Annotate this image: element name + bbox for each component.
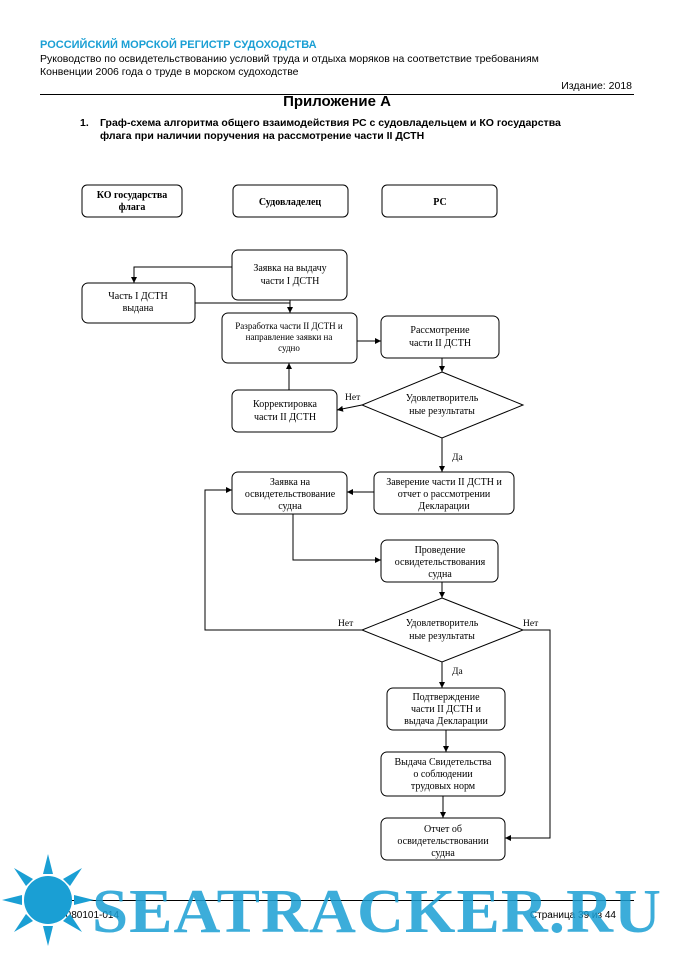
header-org: РОССИЙСКИЙ МОРСКОЙ РЕГИСТР СУДОХОДСТВА — [40, 39, 317, 51]
edge-decision2-no-right — [505, 629, 551, 841]
node-conduct-survey-line2: освидетельствования — [395, 557, 486, 568]
node-part1-issued-line2: выдана — [123, 303, 154, 314]
edge-decision2-no-left — [204, 487, 362, 631]
node-confirm-part2-line2: части II ДСТН и — [411, 704, 482, 715]
footer-doc-id: НД 2-080101-014 — [40, 910, 120, 921]
node-conduct-survey-line1: Проведение — [415, 545, 466, 556]
node-correct-part2-line2: части II ДСТН — [254, 412, 316, 423]
section-title: Граф-схема алгоритма общего взаимодейств… — [100, 117, 620, 143]
label-no-2-right: Нет — [523, 619, 539, 629]
node-decision-2 — [360, 597, 525, 663]
node-review-part2-line1: Рассмотрение — [410, 325, 470, 336]
node-decision-1-line1: Удовлетворитель — [406, 393, 479, 404]
label-yes-2: Да — [452, 667, 463, 677]
node-conduct-survey — [380, 539, 499, 583]
lane-owner-box — [232, 184, 349, 218]
node-develop-part2-line3: судно — [278, 343, 300, 353]
lane-flag-label-2: флага — [119, 202, 146, 213]
node-request-survey-line2: освидетельствование — [245, 489, 336, 500]
node-certify-part2-line1: Заверение части II ДСТН и — [386, 477, 502, 488]
header-subtitle-line2: Конвенции 2006 года о труде в морском су… — [40, 66, 299, 78]
flowchart: КО государства флага Судовладелец РС Зая… — [81, 184, 551, 861]
node-request-survey-line3: судна — [278, 501, 302, 512]
node-conduct-survey-line3: судна — [428, 569, 452, 580]
node-develop-part2-line2: направление заявки на — [246, 332, 333, 342]
watermark-sun-icon — [2, 854, 94, 946]
node-confirm-part2-line1: Подтверждение — [412, 692, 480, 703]
watermark: SEATRACKER.RU — [2, 854, 662, 946]
header-subtitle: Руководство по освидетельствованию услов… — [40, 53, 640, 79]
node-decision-2-line1: Удовлетворитель — [406, 618, 479, 629]
node-issue-certificate-line1: Выдача Свидетельства — [395, 757, 493, 768]
header-subtitle-line1: Руководство по освидетельствованию услов… — [40, 53, 539, 65]
node-decision-2-line2: ные результаты — [409, 631, 475, 642]
header-edition: Издание: 2018 — [561, 80, 632, 92]
node-correct-part2 — [231, 389, 338, 433]
appendix-title: Приложение А — [283, 93, 391, 110]
edge-part1-to-develop — [195, 302, 293, 313]
node-review-part2-line2: части II ДСТН — [409, 338, 471, 349]
node-issue-certificate-line2: о соблюдении — [413, 769, 473, 780]
label-no-1: Нет — [345, 393, 361, 403]
node-survey-report-line2: освидетельствовании — [397, 836, 489, 847]
edge-request-to-conduct — [292, 514, 381, 563]
watermark-text: SEATRACKER.RU — [92, 878, 662, 946]
footer-rule — [40, 900, 634, 901]
node-review-part2 — [380, 315, 500, 359]
node-survey-report-line3: судна — [431, 848, 455, 859]
lane-rs-label: РС — [433, 197, 446, 208]
node-request-part1 — [231, 249, 348, 301]
node-certify-part2-line2: отчет о рассмотрении — [398, 489, 491, 500]
section-number: 1. — [80, 117, 89, 129]
node-develop-part2-line1: Разработка части II ДСТН и — [235, 321, 343, 331]
node-decision-1-line2: ные результаты — [409, 406, 475, 417]
edge-decision1-no — [336, 404, 363, 412]
label-no-2-left: Нет — [338, 619, 354, 629]
node-request-survey-line1: Заявка на — [270, 477, 311, 488]
node-part1-issued-line1: Часть I ДСТН — [108, 291, 167, 302]
footer-page: Страница 39 из 44 — [529, 910, 616, 921]
node-correct-part2-line1: Корректировка — [253, 399, 317, 410]
lane-owner-label: Судовладелец — [259, 197, 322, 208]
node-certify-part2-line3: Декларации — [418, 501, 470, 512]
lane-flag-box — [81, 184, 183, 218]
node-survey-report-line1: Отчет об — [424, 824, 462, 835]
node-issue-certificate-line3: трудовых норм — [411, 781, 476, 792]
lane-rs-box — [381, 184, 498, 218]
node-confirm-part2-line3: выдача Декларации — [404, 716, 488, 727]
section-title-line1: Граф-схема алгоритма общего взаимодейств… — [100, 117, 561, 129]
label-yes-1: Да — [452, 453, 463, 463]
header-rule — [40, 94, 634, 95]
lane-flag-label-1: КО государства — [97, 190, 168, 201]
node-request-part1-line1: Заявка на выдачу — [253, 263, 326, 274]
node-decision-1 — [360, 371, 525, 439]
section-title-line2: флага при наличии поручения на рассмотре… — [100, 130, 425, 142]
node-request-part1-line2: части I ДСТН — [261, 276, 320, 287]
edge-request-to-part1 — [131, 266, 232, 283]
node-certify-part2 — [373, 471, 515, 515]
